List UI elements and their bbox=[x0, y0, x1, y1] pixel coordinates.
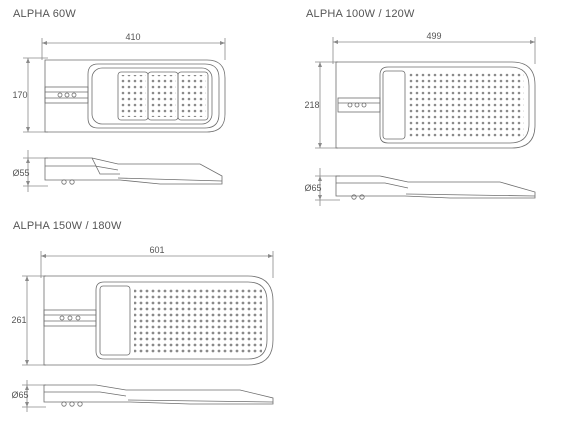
dim-height-alpha-100w: 218 bbox=[304, 100, 319, 110]
title-alpha-60w: ALPHA 60W bbox=[13, 8, 76, 20]
dim-width-alpha-150w: 601 bbox=[149, 245, 164, 255]
dim-diameter-alpha-150w: Ø65 bbox=[11, 390, 28, 400]
title-alpha-100w-120w: ALPHA 100W / 120W bbox=[306, 8, 415, 20]
alpha-150w-side-view bbox=[22, 380, 274, 412]
dim-diameter-alpha-60w: Ø55 bbox=[12, 168, 29, 178]
alpha-60w-side-view bbox=[23, 150, 223, 192]
dim-width-alpha-60w: 410 bbox=[125, 32, 140, 42]
alpha-60w-top-view bbox=[23, 38, 226, 133]
dim-height-alpha-150w: 261 bbox=[11, 315, 26, 325]
dim-height-alpha-60w: 170 bbox=[12, 90, 27, 100]
title-alpha-150w-180w: ALPHA 150W / 180W bbox=[13, 220, 122, 232]
dim-width-alpha-100w: 499 bbox=[426, 31, 441, 41]
alpha-100w-top-view bbox=[315, 37, 536, 149]
dim-diameter-alpha-100w: Ø65 bbox=[304, 183, 321, 193]
alpha-150w-top-view bbox=[22, 251, 274, 366]
alpha-100w-side-view bbox=[315, 168, 536, 206]
